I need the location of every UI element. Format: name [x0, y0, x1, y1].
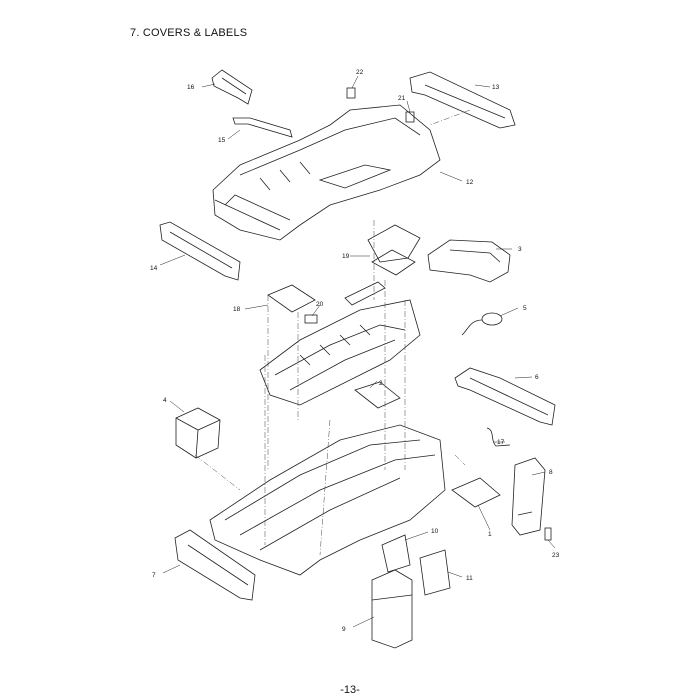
- part-7-front-strip: [174, 529, 256, 601]
- callout-3: 3: [518, 246, 522, 253]
- part-9-front-door: [371, 569, 413, 649]
- part-13-right-rail: [409, 71, 516, 129]
- part-10-panel: [381, 534, 411, 573]
- callout-17: 17: [497, 439, 505, 446]
- callout-2: 2: [379, 380, 383, 387]
- callout-16: 16: [187, 84, 195, 91]
- part-12-top-cover: [212, 104, 441, 241]
- callout-8: 8: [549, 469, 553, 476]
- part-19-board: [344, 224, 421, 306]
- callout-15: 15: [218, 137, 226, 144]
- callout-10: 10: [431, 528, 439, 535]
- part-22-clip: [346, 87, 356, 99]
- callout-leaders: [159, 75, 556, 628]
- callout-18: 18: [233, 306, 241, 313]
- part-17-cable: [486, 427, 511, 447]
- section-title: 7. COVERS & LABELS: [130, 27, 248, 39]
- callout-numbers: 1 2 3 4 5 6 7 8 9 10 11 12 13 14 15 16 1…: [150, 69, 560, 633]
- part-20-chip: [304, 314, 318, 324]
- callout-5: 5: [523, 305, 527, 312]
- callout-22: 22: [356, 69, 364, 76]
- callout-13: 13: [492, 84, 500, 91]
- part-15-rod: [232, 117, 293, 138]
- part-2-plate: [354, 381, 401, 409]
- part-1-pad: [451, 477, 501, 508]
- part-3-bracket: [427, 239, 511, 283]
- callout-21: 21: [398, 95, 406, 102]
- alignment-guides: [194, 109, 471, 556]
- callout-14: 14: [150, 265, 158, 272]
- callout-20: 20: [316, 301, 324, 308]
- callout-1: 1: [488, 531, 492, 538]
- part-4-ink-cartridge: [175, 407, 221, 459]
- callout-12: 12: [466, 179, 474, 186]
- part-6-side-frame: [454, 367, 556, 426]
- callout-23: 23: [552, 552, 560, 559]
- callout-9: 9: [342, 626, 346, 633]
- mechanism-assembly: [259, 299, 421, 406]
- callout-7: 7: [152, 572, 156, 579]
- page-number: -13-: [340, 684, 360, 696]
- part-23-label: [544, 527, 552, 541]
- callout-4: 4: [163, 397, 167, 404]
- lower-frame: [209, 424, 446, 576]
- part-18-circuit-board: [267, 284, 316, 313]
- callout-6: 6: [535, 374, 539, 381]
- part-8-side-cover: [511, 457, 546, 536]
- part-16-lever: [211, 69, 253, 105]
- part-14-front-strip: [159, 221, 241, 281]
- callout-19: 19: [342, 253, 350, 260]
- part-5-sensor: [461, 312, 503, 336]
- callout-11: 11: [466, 575, 473, 582]
- part-11-panel: [419, 549, 451, 596]
